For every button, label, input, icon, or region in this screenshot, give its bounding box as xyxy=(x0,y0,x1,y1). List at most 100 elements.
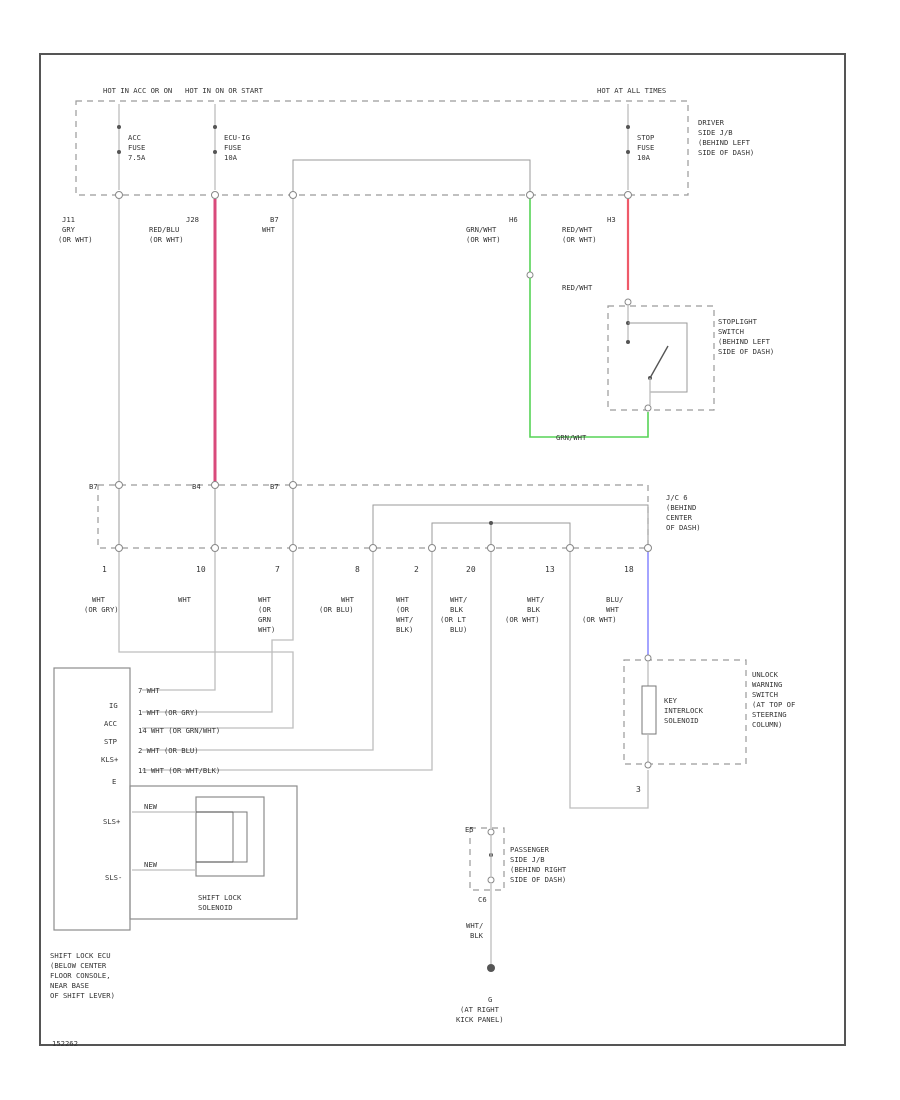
driver-jb-line1: DRIVER xyxy=(698,118,725,127)
unlock-pin-3: 3 xyxy=(636,785,641,794)
pin-num-8: 8 xyxy=(355,565,360,574)
stoplight-line3: (BEHIND LEFT xyxy=(718,337,771,346)
diagram-frame xyxy=(39,53,846,1046)
shift-lock-sol-line1: SHIFT LOCK xyxy=(198,893,242,902)
connector-h6 xyxy=(526,271,534,279)
jc6-top-b7-1 xyxy=(115,481,123,489)
pin-num-10: 10 xyxy=(196,565,206,574)
unlock-line4: (AT TOP OF xyxy=(752,700,795,709)
w7-line4: WHT) xyxy=(258,625,275,634)
pin-num-7: 7 xyxy=(275,565,280,574)
jb-internal-bus xyxy=(292,159,531,192)
ecu-term-kls: KLS+ xyxy=(101,755,119,764)
unlock-line5: STEERING xyxy=(752,710,787,719)
ground-wire-line2: BLK xyxy=(470,931,484,940)
stop-fuse-line3: 10A xyxy=(637,153,651,162)
passenger-jb-line4: SIDE OF DASH) xyxy=(510,875,566,884)
stoplight-connector-bottom xyxy=(644,404,652,412)
ecu-name-line2: (BELOW CENTER xyxy=(50,961,107,970)
jc6-pin-18 xyxy=(644,544,652,552)
stoplight-line1: STOPLIGHT xyxy=(718,317,758,326)
w7-line2: (OR xyxy=(258,605,272,614)
ecu-name-line1: SHIFT LOCK ECU xyxy=(50,951,111,960)
pin-num-2: 2 xyxy=(414,565,419,574)
acc-fuse-line1: ACC xyxy=(128,133,141,142)
w20-line1: WHT/ xyxy=(450,595,467,604)
ecu-ig-source-label: HOT IN ON OR START xyxy=(185,86,264,95)
jc6-top-label-1: B7 xyxy=(89,482,98,491)
jc6-pin-2 xyxy=(428,544,436,552)
driver-jb-line2: SIDE J/B xyxy=(698,128,733,137)
jc6-label-1: J/C 6 xyxy=(666,493,688,502)
key-interlock-line2: INTERLOCK xyxy=(664,706,704,715)
jc6-label-4: OF DASH) xyxy=(666,523,701,532)
ecu-wire-3: 14 WHT (OR GRN/WHT) xyxy=(138,726,220,735)
terminal-h6 xyxy=(526,191,534,199)
pin-num-20: 20 xyxy=(466,565,476,574)
passenger-connector-e5 xyxy=(487,828,495,836)
stoplight-line4: SIDE OF DASH) xyxy=(718,347,774,356)
w13-line1: WHT/ xyxy=(527,595,544,604)
stoplight-switch-arm xyxy=(649,345,669,379)
jc6-top-b7-2 xyxy=(289,481,297,489)
passenger-jb-line1: PASSENGER xyxy=(510,845,550,854)
stoplight-line2: SWITCH xyxy=(718,327,744,336)
ecu-name-line4: NEAR BASE xyxy=(50,981,89,990)
ecu-wire-2: 1 WHT (OR GRY) xyxy=(138,708,199,717)
passenger-jb-box xyxy=(469,827,505,891)
passenger-term-e5: E5 xyxy=(465,825,474,834)
ground-line3: KICK PANEL) xyxy=(456,1015,504,1024)
label-h6-1: H6 xyxy=(509,215,518,224)
passenger-term-c6: C6 xyxy=(478,895,487,904)
w2-line1: WHT xyxy=(396,595,410,604)
ecu-ig-fuse: ECU-IG FUSE 10A xyxy=(213,104,250,190)
terminal-j11 xyxy=(115,191,123,199)
jc6-label-2: (BEHIND xyxy=(666,503,696,512)
w2-line4: BLK) xyxy=(396,625,413,634)
unlock-line2: WARNING xyxy=(752,680,782,689)
jc6-pin-1 xyxy=(115,544,123,552)
acc-source-label: HOT IN ACC OR ON xyxy=(103,86,172,95)
passenger-jb-line2: SIDE J/B xyxy=(510,855,545,864)
unlock-connector-top xyxy=(644,654,652,662)
ecu-ig-fuse-line3: 10A xyxy=(224,153,238,162)
label-b7-2: WHT xyxy=(262,225,276,234)
label-h3-1: H3 xyxy=(607,215,616,224)
ecu-term-sls-plus: SLS+ xyxy=(103,817,121,826)
jc6-link-2-20 xyxy=(431,522,571,545)
w7-line1: WHT xyxy=(258,595,272,604)
stoplight-internal-link xyxy=(628,322,688,393)
acc-fuse-line2: FUSE xyxy=(128,143,145,152)
jc6-top-b4 xyxy=(211,481,219,489)
unlock-line3: SWITCH xyxy=(752,690,778,699)
jc6-pin-8 xyxy=(369,544,377,552)
w1-line1: WHT xyxy=(92,595,106,604)
unlock-switch-box xyxy=(623,659,747,765)
wire-pin13-to-unlock xyxy=(569,552,649,809)
jc6-pin-10 xyxy=(211,544,219,552)
figure-id: 152262 xyxy=(52,1039,78,1048)
stoplight-connector-top xyxy=(624,298,632,306)
label-j11-3: (OR WHT) xyxy=(58,235,93,244)
ground-icon xyxy=(487,964,495,972)
wire-pin7-to-acc2 xyxy=(142,552,294,713)
w10-line1: WHT xyxy=(178,595,192,604)
sol-wire-1: NEW xyxy=(144,802,158,811)
pin-num-13: 13 xyxy=(545,565,555,574)
w20-line2: BLK xyxy=(450,605,464,614)
solenoid-coil-icon xyxy=(232,811,248,863)
label-j28-1: J28 xyxy=(186,215,199,224)
shift-lock-sol-line2: SOLENOID xyxy=(198,903,233,912)
stoplight-contact-b xyxy=(626,340,630,344)
jc6-label-3: CENTER xyxy=(666,513,693,522)
key-interlock-coil-icon xyxy=(641,685,657,735)
stoplight-switch-box xyxy=(607,305,715,411)
w13-line2: BLK xyxy=(527,605,541,614)
passenger-connector-c6 xyxy=(487,876,495,884)
ecu-term-ig: IG xyxy=(109,701,118,710)
shift-lock-solenoid-box xyxy=(129,785,298,920)
jc6-top-label-3: B7 xyxy=(270,482,279,491)
ecu-name-line3: FLOOR CONSOLE, xyxy=(50,971,111,980)
wire-pin1-to-acc xyxy=(118,552,294,729)
wire-pin8-to-stp xyxy=(142,552,374,751)
